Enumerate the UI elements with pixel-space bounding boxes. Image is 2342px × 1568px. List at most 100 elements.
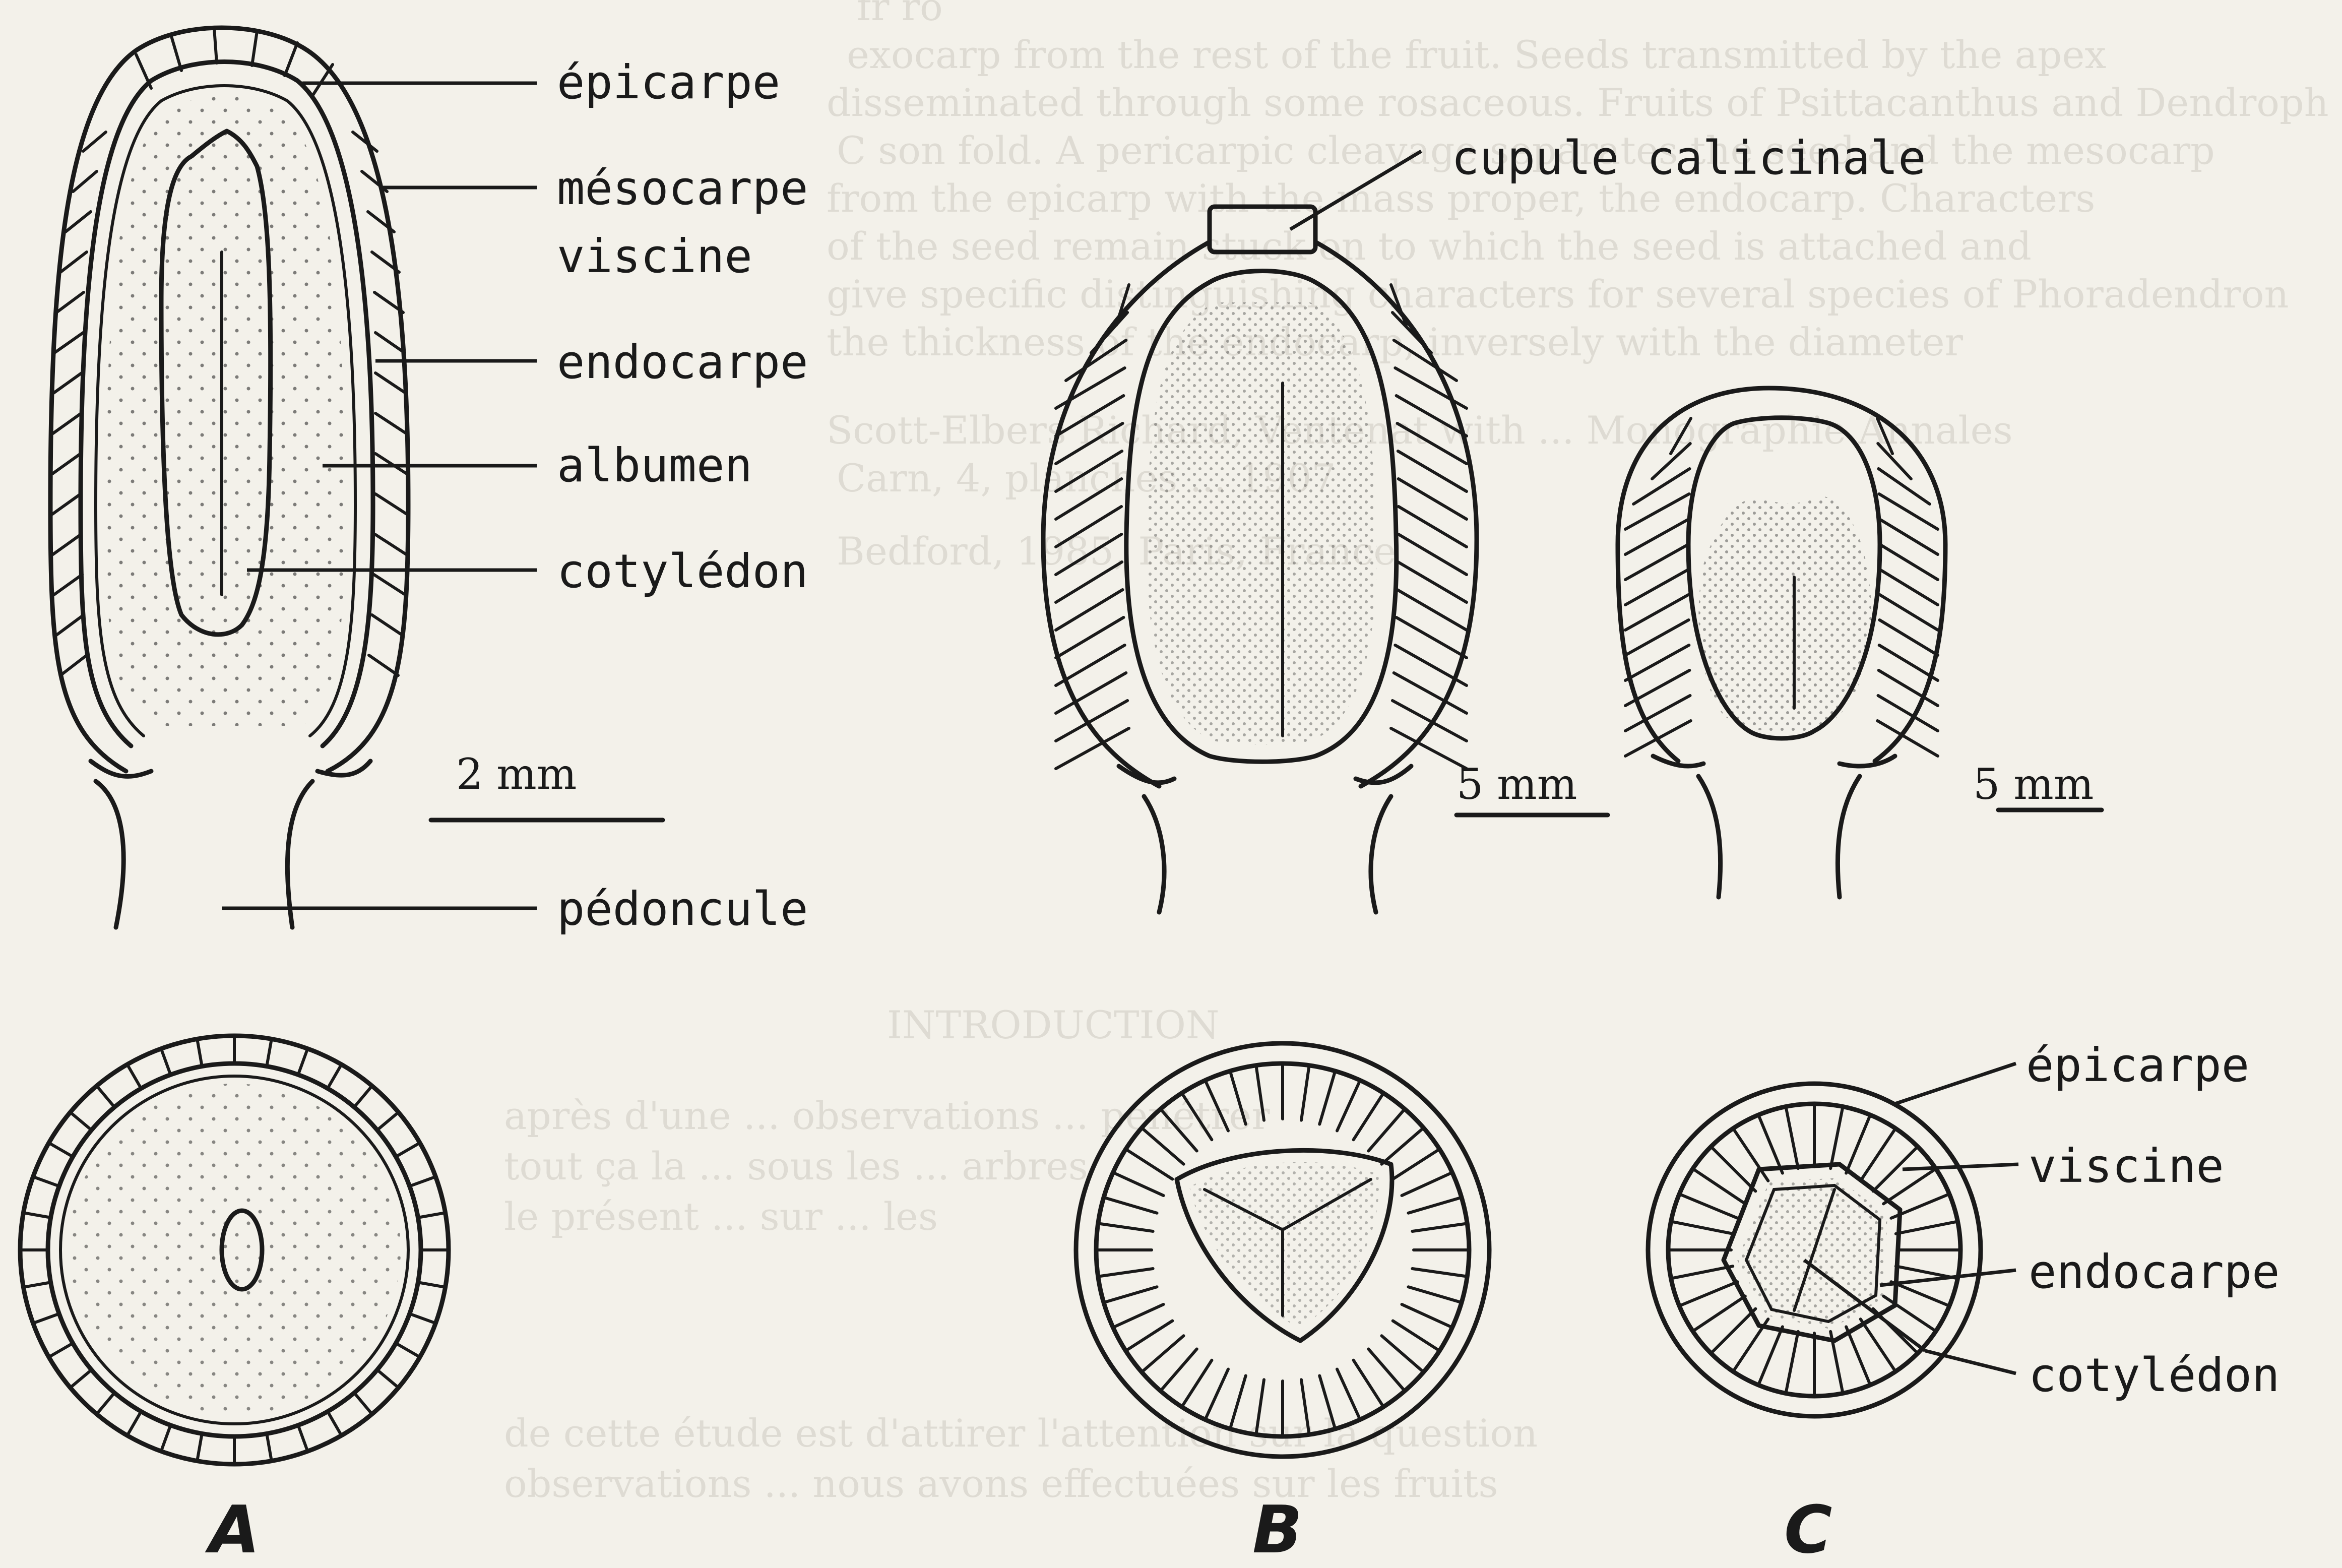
fig-b-cross-tick [1113,1304,1163,1328]
label-a-endocarpe: endocarpe [557,335,808,389]
label-c-viscine: viscine [2029,1139,2224,1193]
fig-a-pedicel [96,781,312,927]
fig-b-cross-tick [1104,1287,1157,1302]
fig-a-cross-tick [328,1064,342,1089]
fig-a-cross-tick [197,1039,202,1066]
fig-b-cross-tick [1368,1349,1405,1391]
fig-a-cross-tick [267,1039,272,1066]
fig-b-calyx-lobes [1119,766,1411,783]
label-c-cotyledon: cotylédon [2029,1348,2280,1402]
fig-a-cross-tick [49,1143,73,1157]
label-a-cotyledon: cotylédon [557,544,808,598]
label-a-albumen: albumen [557,438,752,492]
fig-a-cross-tick [267,1433,272,1461]
label-a-pedoncule: pédoncule [557,882,808,936]
fig-b-cross-tick [1098,1269,1153,1277]
fig-c-cross-tick [1830,1107,1843,1169]
fig-c-cross-section: épicarpe viscine endocarpe cotylédon C [1648,1038,2280,1568]
fig-b-cross-tick [1393,1321,1440,1351]
fig-b-cross-tick [1402,1172,1452,1196]
bg-line-0: fr ro [857,0,943,29]
fig-b-cross-tick [1381,1128,1423,1164]
fig-b-cross-tick [1354,1360,1383,1407]
bg-line-5: of the seed remain stuck on to which the… [827,224,2032,269]
scale-label-b: 5 mm [1457,760,1577,809]
fig-a-cross-tick [396,1343,420,1357]
fig-c-cross-tick [1679,1194,1737,1218]
fig-a-cross-tick [128,1064,142,1089]
fig-a-cross-tick [33,1314,59,1324]
fig-c-cross-tick [1679,1282,1737,1306]
bg-line-13: tout ça la ... sous les ... arbres [504,1144,1088,1188]
fig-b-cross-tick [1319,1071,1335,1124]
fig-b-cross-tick [1412,1269,1467,1277]
fig-b-cross-tick [1381,1336,1423,1372]
fig-a-cross-tick [23,1282,50,1287]
fig-a-cross-tick [418,1282,445,1287]
bg-line-2: disseminated through some rosaceous. Fru… [827,80,2329,125]
fig-a-cross-tick [418,1213,445,1218]
fig-a-cross-tick [197,1433,202,1461]
fig-b-cross-tick [1412,1223,1467,1231]
fig-b-cross-tick [1113,1172,1163,1196]
fig-a-cross-tick [70,1370,91,1388]
fig-a-cross-tick [410,1314,436,1324]
fig-a-cross-tick [128,1411,142,1435]
label-c-endocarpe: endocarpe [2029,1245,2280,1299]
fig-a-cross-tick [298,1425,308,1452]
label-b-cupule-calicinale: cupule calicinale [1451,131,1926,185]
label-a-epicarpe: épicarpe [557,55,780,109]
fig-b-cross-tick [1408,1287,1462,1302]
fig-b-cross-tick [1354,1093,1383,1140]
fig-a-cross-tick [33,1177,59,1186]
fig-b-cross-tick [1408,1198,1462,1213]
fig-a-longitudinal: 2 mm épicarpe mésocarpe viscine endocarp… [50,28,808,936]
bg-line-1: exocarp from the rest of the fruit. Seed… [847,32,2106,77]
fig-c-cross-tick [1891,1282,1949,1306]
fig-a-cross-tick [377,1112,398,1130]
fig-c-cross-tick [1786,1107,1798,1169]
fig-c-cross-tick [1786,1332,1798,1394]
bg-line-6: give specific distinguishing characters … [827,272,2289,317]
fig-a-cross-tick [396,1143,420,1157]
fig-c-cross-tick [1758,1327,1783,1385]
fig-b-cross-tick [1126,1149,1173,1179]
fig-c-cross-tick [1846,1327,1870,1385]
fig-b-cross-tick [1393,1149,1440,1179]
fig-c-cross-tick [1671,1266,1733,1278]
label-c-epicarpe: épicarpe [2026,1038,2249,1092]
fig-a-cross-tick [298,1049,308,1075]
fig-b-pedicel [1144,796,1391,912]
fig-b-endocarp [1147,302,1376,745]
bg-line-14: le présent ... sur ... les [504,1194,938,1239]
fig-a-cross-tick [97,1086,114,1107]
fig-b-cross-tick [1126,1321,1173,1351]
fig-c-longitudinal: 5 mm [1618,388,2102,897]
fig-a-cross-tick [377,1370,398,1388]
fig-a-cross-tick [354,1086,372,1107]
fig-b-cross-tick [1182,1360,1212,1407]
fig-a-albumen [106,96,345,726]
fig-b-cross-tick [1402,1304,1452,1328]
fig-b-cross-tick [1161,1349,1197,1391]
fig-a-cross-tick [97,1393,114,1414]
fig-b-cross-tick [1337,1080,1360,1131]
fig-b-cross-tick [1098,1223,1153,1231]
label-a-mesocarpe: mésocarpe [557,161,808,215]
fig-c-cross-tick [1896,1221,1958,1233]
fig-c-pedicel [1698,776,1860,897]
fig-a-cross-tick [410,1177,436,1186]
bg-line-8: Scott-Elbers Richard, Ventenat with ... … [827,408,2013,453]
figure-label-a: A [205,1491,260,1568]
fig-a-cross-tick [70,1112,91,1130]
fig-a-cross-tick [49,1343,73,1357]
scale-label-c: 5 mm [1973,760,2094,809]
scale-label-a: 2 mm [456,749,577,799]
fig-b-cross-tick [1368,1109,1405,1151]
fig-c-endocarp [1698,496,1871,732]
fig-c-cross-tick [1671,1221,1733,1233]
fig-a-cross-section: A [20,1036,449,1568]
fig-c-calyx-lobes [1653,756,1895,766]
fig-a-cross-tick [354,1393,372,1414]
